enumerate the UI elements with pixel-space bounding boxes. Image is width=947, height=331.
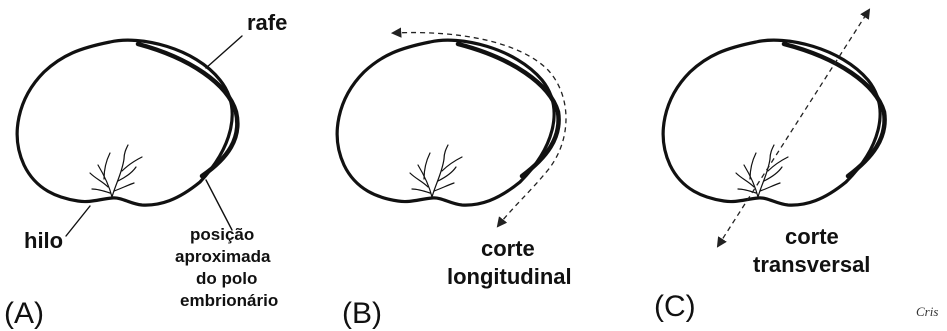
hilo-label: hilo [24, 228, 63, 253]
caption-c-line-2: transversal [753, 252, 870, 277]
roots-c [736, 145, 788, 197]
caption-b-line-1: corte [481, 236, 535, 261]
rafe-label: rafe [247, 10, 287, 35]
embryo-pointer [206, 180, 232, 230]
seed-outline-c [663, 40, 880, 205]
panel-letter-b: (B) [342, 297, 382, 330]
longitudinal-cut-line [393, 33, 566, 226]
embryo-line-3: do polo [196, 269, 257, 288]
panel-c: corte transversal (C) [654, 10, 885, 323]
credit-text: Cris [916, 304, 938, 319]
panel-b: corte longitudinal (B) [337, 33, 571, 330]
hilo-pointer [66, 206, 90, 236]
embryo-line-4: embrionário [180, 291, 278, 310]
seed-outline-a [17, 40, 232, 205]
seed-outline-b [337, 40, 554, 205]
caption-b-line-2: longitudinal [447, 264, 572, 289]
roots-a [90, 145, 142, 197]
embryo-line-1: posição [190, 225, 254, 244]
raphe-pointer [206, 36, 242, 68]
raphe-b [458, 44, 559, 176]
panel-letter-a: (A) [4, 297, 44, 330]
panel-letter-c: (C) [654, 290, 696, 323]
raphe-a [138, 44, 237, 176]
caption-c-line-1: corte [785, 224, 839, 249]
panel-a: rafe hilo posição aproximada do polo emb… [4, 10, 287, 330]
embryo-line-2: aproximada [175, 247, 271, 266]
roots-b [410, 145, 462, 197]
